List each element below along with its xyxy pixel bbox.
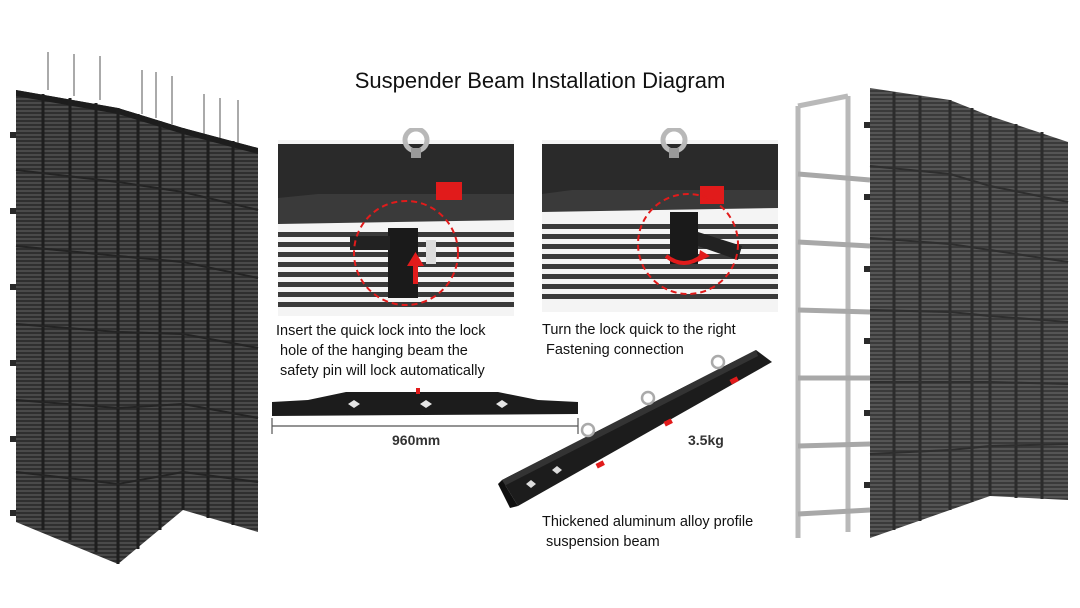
step1-lock-insert-photo (278, 128, 514, 316)
step2-caption: Turn the lock quick to the right Fasteni… (542, 320, 736, 360)
step1-caption-line2: hole of the hanging beam the (280, 343, 468, 359)
step2-caption-line2: Fastening connection (546, 342, 684, 358)
step1-caption: Insert the quick lock into the lock hole… (276, 321, 486, 381)
beam-length-label: 960mm (392, 432, 441, 448)
step1-caption-line3: safety pin will lock automatically (280, 363, 485, 379)
beam-front-view (271, 388, 579, 434)
diagram-title: Suspender Beam Installation Diagram (354, 68, 726, 93)
hanging-led-screen-illustration (10, 52, 259, 564)
beam-caption-line1: Thickened aluminum alloy profile (542, 514, 754, 530)
step2-caption-line1: Turn the lock quick to the right (542, 322, 736, 338)
beam-caption-line2: suspension beam (546, 534, 660, 550)
step2-lock-turn-photo (542, 128, 778, 312)
step1-caption-line1: Insert the quick lock into the lock (276, 323, 486, 339)
beam-weight-label: 3.5kg (688, 432, 724, 448)
beam-caption: Thickened aluminum alloy profile suspens… (542, 512, 753, 552)
framed-led-screen-illustration (795, 88, 1069, 538)
beam-perspective-view (498, 350, 772, 508)
